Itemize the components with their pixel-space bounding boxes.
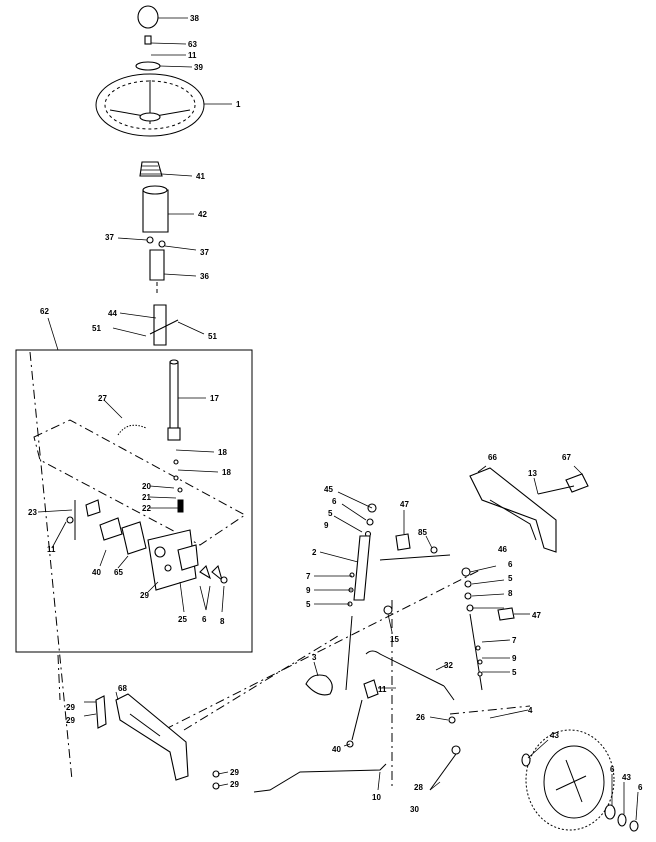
column-bearings: [117, 236, 197, 251]
callout-11: 11: [188, 51, 197, 60]
mounting-bracket: [83, 691, 229, 790]
callout-22: 22: [142, 504, 151, 513]
callout-5-center-upper: 5: [328, 509, 333, 518]
bellows-boot: [139, 161, 193, 177]
callout-6-wheel-left: 6: [610, 765, 615, 774]
callout-45: 45: [324, 485, 333, 494]
callout-5-right-upper: 5: [508, 574, 513, 583]
callout-29-left-upper: 29: [66, 703, 75, 712]
steering-drag-link: [365, 650, 461, 791]
callout-20: 20: [142, 482, 151, 491]
lower-column: [149, 249, 197, 296]
callout-6-right: 6: [508, 560, 513, 569]
callout-7-center: 7: [306, 572, 311, 581]
callout-62: 62: [40, 307, 49, 316]
callout-6-wheel-right: 6: [638, 783, 643, 792]
callout-6-center: 6: [332, 497, 337, 506]
callout-4: 4: [528, 706, 533, 715]
callout-3: 3: [312, 653, 317, 662]
callout-26: 26: [416, 713, 425, 722]
callout-6-box: 6: [202, 615, 207, 624]
callout-51-right: 51: [208, 332, 217, 341]
callout-39: 39: [194, 63, 203, 72]
callout-67: 67: [562, 453, 571, 462]
callout-5-right-lower: 5: [512, 668, 517, 677]
part-callouts: 38 63 11 39 1 41 42 37 37 36 62 44 51 51…: [28, 14, 643, 814]
callout-68: 68: [118, 684, 127, 693]
callout-40-box: 40: [92, 568, 101, 577]
steering-cap: [137, 5, 188, 29]
steering-wheel: [95, 73, 232, 137]
callout-1: 1: [236, 100, 241, 109]
callout-37-left: 37: [105, 233, 114, 242]
tie-rod: [253, 763, 387, 793]
callout-41: 41: [196, 172, 205, 181]
callout-8-box: 8: [220, 617, 225, 626]
front-wheel: [521, 729, 639, 832]
callout-65: 65: [114, 568, 123, 577]
callout-63: 63: [188, 40, 197, 49]
callout-10: 10: [372, 793, 381, 802]
callout-9-center-lower: 9: [306, 586, 311, 595]
tie-rod-end: [305, 661, 396, 748]
callout-8-right: 8: [508, 589, 513, 598]
drag-link-assembly: [314, 491, 451, 691]
callout-42: 42: [198, 210, 207, 219]
callout-30: 30: [410, 805, 419, 814]
callout-13: 13: [528, 469, 537, 478]
callout-5-center-lower: 5: [306, 600, 311, 609]
callout-7-right: 7: [512, 636, 517, 645]
right-spindle-assembly: [461, 565, 530, 719]
callout-32: 32: [444, 661, 453, 670]
callout-11-lower: 11: [378, 685, 387, 694]
callout-9-center-upper: 9: [324, 521, 329, 530]
callout-29-left-lower: 29: [66, 716, 75, 725]
callout-29-box: 29: [140, 591, 149, 600]
callout-36: 36: [200, 272, 209, 281]
callout-17: 17: [210, 394, 219, 403]
gear-assembly-parts: [33, 359, 246, 613]
callout-15: 15: [390, 635, 399, 644]
callout-51-left: 51: [92, 324, 101, 333]
steering-column-tube: [142, 185, 194, 233]
callout-29-right-lower: 29: [230, 780, 239, 789]
callout-38: 38: [190, 14, 199, 23]
callout-27: 27: [98, 394, 107, 403]
callout-44: 44: [108, 309, 117, 318]
callout-9-right: 9: [512, 654, 517, 663]
callout-21: 21: [142, 493, 151, 502]
callout-46: 46: [498, 545, 507, 554]
callout-47-right: 47: [532, 611, 541, 620]
callout-2: 2: [312, 548, 317, 557]
gear-assembly-frame: [15, 317, 253, 653]
callout-29-right-upper: 29: [230, 768, 239, 777]
callout-47-center: 47: [400, 500, 409, 509]
callout-43-upper: 43: [550, 731, 559, 740]
callout-25: 25: [178, 615, 187, 624]
callout-18-lower: 18: [222, 468, 231, 477]
callout-18-upper: 18: [218, 448, 227, 457]
callout-40-lower: 40: [332, 745, 341, 754]
wheel-adapter: [135, 61, 193, 71]
callout-66: 66: [488, 453, 497, 462]
callout-37-right: 37: [200, 248, 209, 257]
assembly-guide-lines: [29, 351, 531, 790]
callout-23: 23: [28, 508, 37, 517]
axle-bracket: [469, 465, 589, 553]
callout-85: 85: [418, 528, 427, 537]
callout-11-box: 11: [47, 545, 56, 554]
steering-shaft-upper: [112, 304, 205, 346]
cap-screw: [144, 35, 187, 56]
callout-43-lower: 43: [622, 773, 631, 782]
callout-28: 28: [414, 783, 423, 792]
